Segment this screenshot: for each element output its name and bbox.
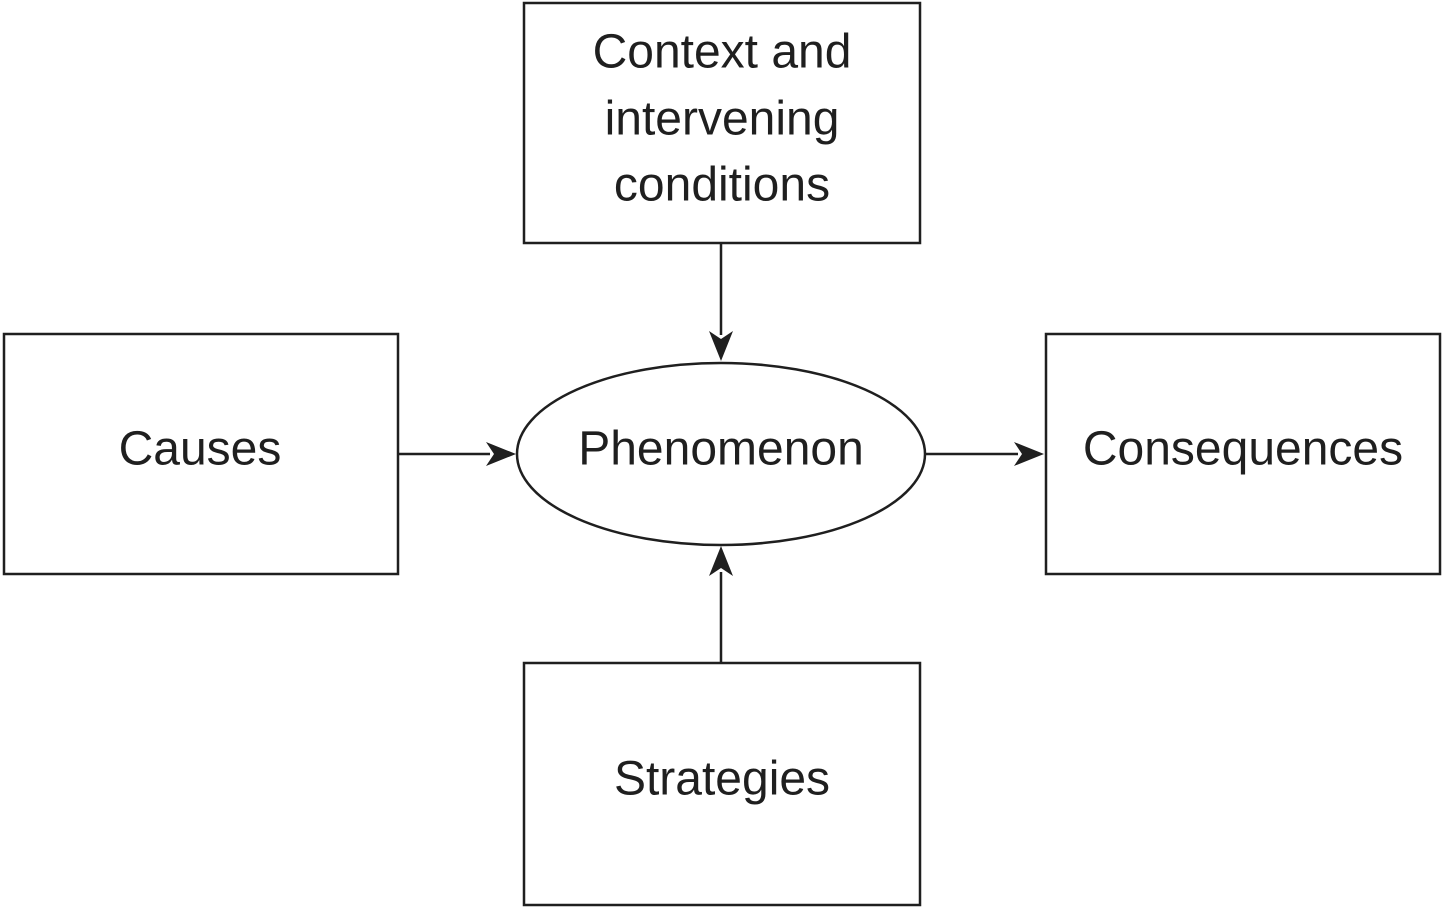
arrowhead (709, 546, 733, 576)
causes-node: Causes (2, 332, 400, 576)
arrowhead (709, 331, 733, 361)
arrow-phenomenon-to-consequences (925, 442, 1044, 466)
consequences-node: Consequences (1044, 332, 1442, 576)
strategies-node: Strategies (522, 661, 922, 907)
arrowhead (1014, 442, 1044, 466)
consequences-label: Consequences (1083, 423, 1403, 476)
causes-box (2, 332, 400, 576)
arrow-context-to-phenomenon (709, 243, 733, 361)
arrow-strategies-to-phenomenon (709, 546, 733, 663)
causes-label: Causes (119, 423, 282, 476)
strategies-box (522, 661, 922, 907)
context-label-line-2: intervening (605, 93, 840, 146)
phenomenon-label: Phenomenon (578, 423, 864, 476)
context-label-line-3: conditions (614, 159, 830, 212)
arrowhead (486, 442, 516, 466)
phenomenon-node: Phenomenon (515, 361, 927, 547)
context-label-line-1: Context and (593, 26, 852, 79)
arrow-causes-to-phenomenon (398, 442, 516, 466)
strategies-label: Strategies (614, 753, 830, 806)
context-box (522, 1, 922, 245)
context-node: Context and intervening conditions (522, 1, 922, 245)
consequences-box (1044, 332, 1442, 576)
